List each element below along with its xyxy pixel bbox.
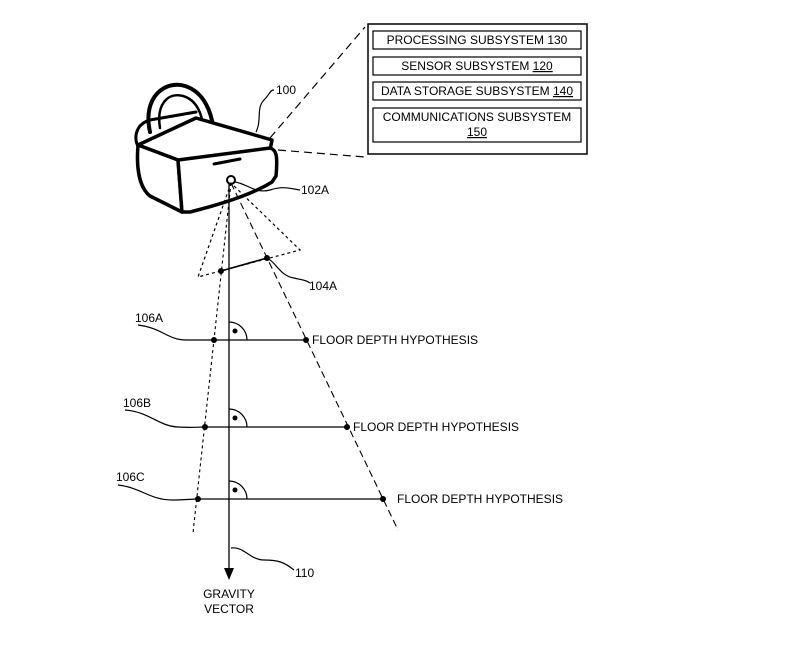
- communications-subsystem-label: COMMUNICATIONS SUBSYSTEM: [383, 110, 571, 124]
- right-ray: [231, 183, 398, 530]
- floor-depth-hypothesis-a: [211, 322, 309, 343]
- floor-depth-hypothesis-c: [195, 481, 386, 502]
- gravity-vector-arrowhead: [224, 568, 234, 580]
- processing-subsystem-label: PROCESSING SUBSYSTEM 130: [387, 33, 568, 47]
- hypothesis-label-a: FLOOR DEPTH HYPOTHESIS: [312, 333, 478, 347]
- gravity-vector-label-line2: VECTOR: [204, 602, 254, 616]
- label-106c: 106C: [116, 470, 145, 484]
- floor-depth-hypothesis-b: [202, 409, 350, 430]
- leader-100: [256, 90, 274, 132]
- hypothesis-label-b: FLOOR DEPTH HYPOTHESIS: [353, 420, 519, 434]
- gravity-vector-label-line1: GRAVITY: [203, 587, 255, 601]
- vr-headset-icon: [136, 85, 277, 212]
- feature-segment-104a: [221, 258, 267, 271]
- leader-106c: [118, 485, 198, 500]
- feature-point-right: [264, 255, 270, 261]
- label-106a: 106A: [135, 311, 163, 325]
- sensor-subsystem-label: SENSOR SUBSYSTEM 120: [401, 59, 553, 73]
- subsystem-panel: PROCESSING SUBSYSTEM 130 SENSOR SUBSYSTE…: [368, 24, 587, 154]
- feature-point-left: [218, 268, 224, 274]
- leader-110: [231, 548, 294, 570]
- leader-104a: [267, 258, 310, 283]
- leader-106a: [138, 325, 214, 340]
- zoom-line-bottom: [278, 150, 365, 157]
- communications-subsystem-ref: 150: [467, 125, 487, 139]
- label-102a: 102A: [301, 183, 329, 197]
- data-storage-subsystem-label: DATA STORAGE SUBSYSTEM 140: [381, 84, 573, 98]
- label-110: 110: [295, 566, 314, 580]
- label-106b: 106B: [123, 396, 151, 410]
- leader-106b: [125, 410, 205, 427]
- hypothesis-label-c: FLOOR DEPTH HYPOTHESIS: [397, 492, 563, 506]
- label-100: 100: [276, 83, 296, 97]
- label-104a: 104A: [309, 279, 337, 293]
